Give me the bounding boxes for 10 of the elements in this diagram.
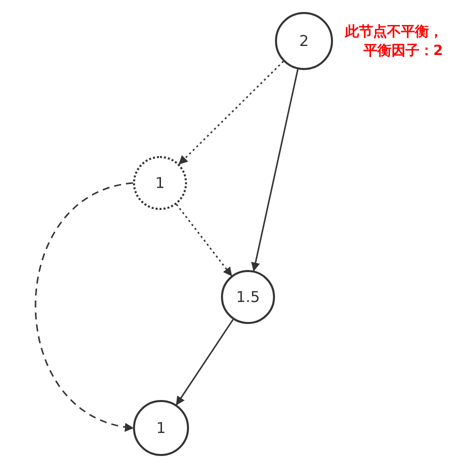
tree-node: 2: [275, 12, 333, 70]
arrow: [176, 204, 232, 276]
arrow: [251, 69, 299, 272]
arrow: [176, 319, 234, 406]
tree-node: 1.5: [221, 270, 275, 324]
tree-node: 1: [133, 400, 189, 456]
arrow: [178, 60, 284, 165]
annotation-text: 此节点不平衡，平衡因子：2: [344, 23, 443, 61]
tree-node: 1: [133, 156, 187, 210]
arrow: [34, 182, 134, 431]
